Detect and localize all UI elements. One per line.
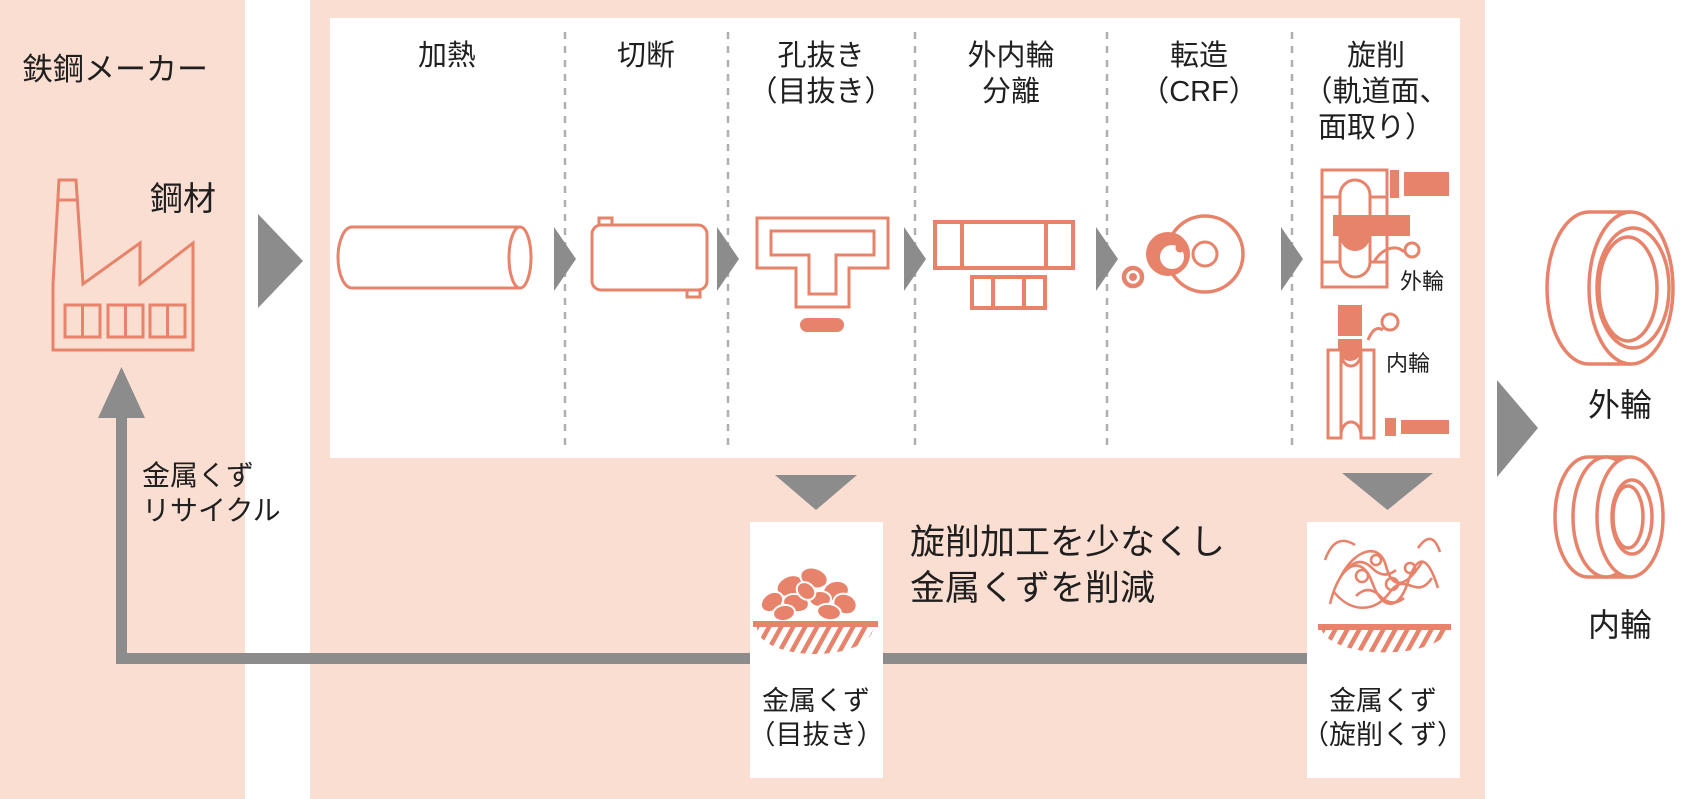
- steel-maker-title: 鉄鋼メーカー: [22, 52, 208, 87]
- recycle-label-line1: 金属くず: [142, 460, 255, 491]
- step-label-crf: 転造 （CRF）: [1140, 40, 1258, 108]
- inner-ring-3d-icon: [1553, 455, 1665, 579]
- step-label-cutting: 切断: [616, 40, 676, 72]
- reduction-note: 旋削加工を少なくし 金属くずを削減: [910, 523, 1226, 608]
- steel-maker-panel: [0, 0, 245, 799]
- process-steps-box: [330, 18, 1460, 458]
- outer-ring-3d-icon: [1545, 210, 1675, 366]
- steel-material-label: 鋼材: [150, 180, 216, 217]
- step-label-turning: 旋削 （軌道面、 面取り）: [1303, 40, 1449, 144]
- turning-outer-sublabel: 外輪: [1400, 269, 1445, 294]
- arrow-steel-to-process: [258, 214, 303, 308]
- recycle-label-line2: リサイクル: [142, 495, 281, 526]
- scrap-label-turning: 金属くず （旋削くず）: [1302, 686, 1464, 750]
- step-label-separation: 外内輪 分離: [967, 40, 1055, 108]
- step-label-piercing: 孔抜き （目抜き）: [748, 40, 894, 108]
- output-outer-ring-label: 外輪: [1587, 387, 1653, 423]
- recycle-label: 金属くず リサイクル: [142, 458, 281, 528]
- scrap-label-punching: 金属くず （目抜き）: [748, 686, 884, 750]
- arrow-process-to-rings: [1497, 380, 1538, 477]
- step-label-heating: 加熱: [417, 40, 477, 72]
- turning-inner-sublabel: 内輪: [1386, 351, 1431, 376]
- output-inner-ring-label: 内輪: [1587, 607, 1653, 643]
